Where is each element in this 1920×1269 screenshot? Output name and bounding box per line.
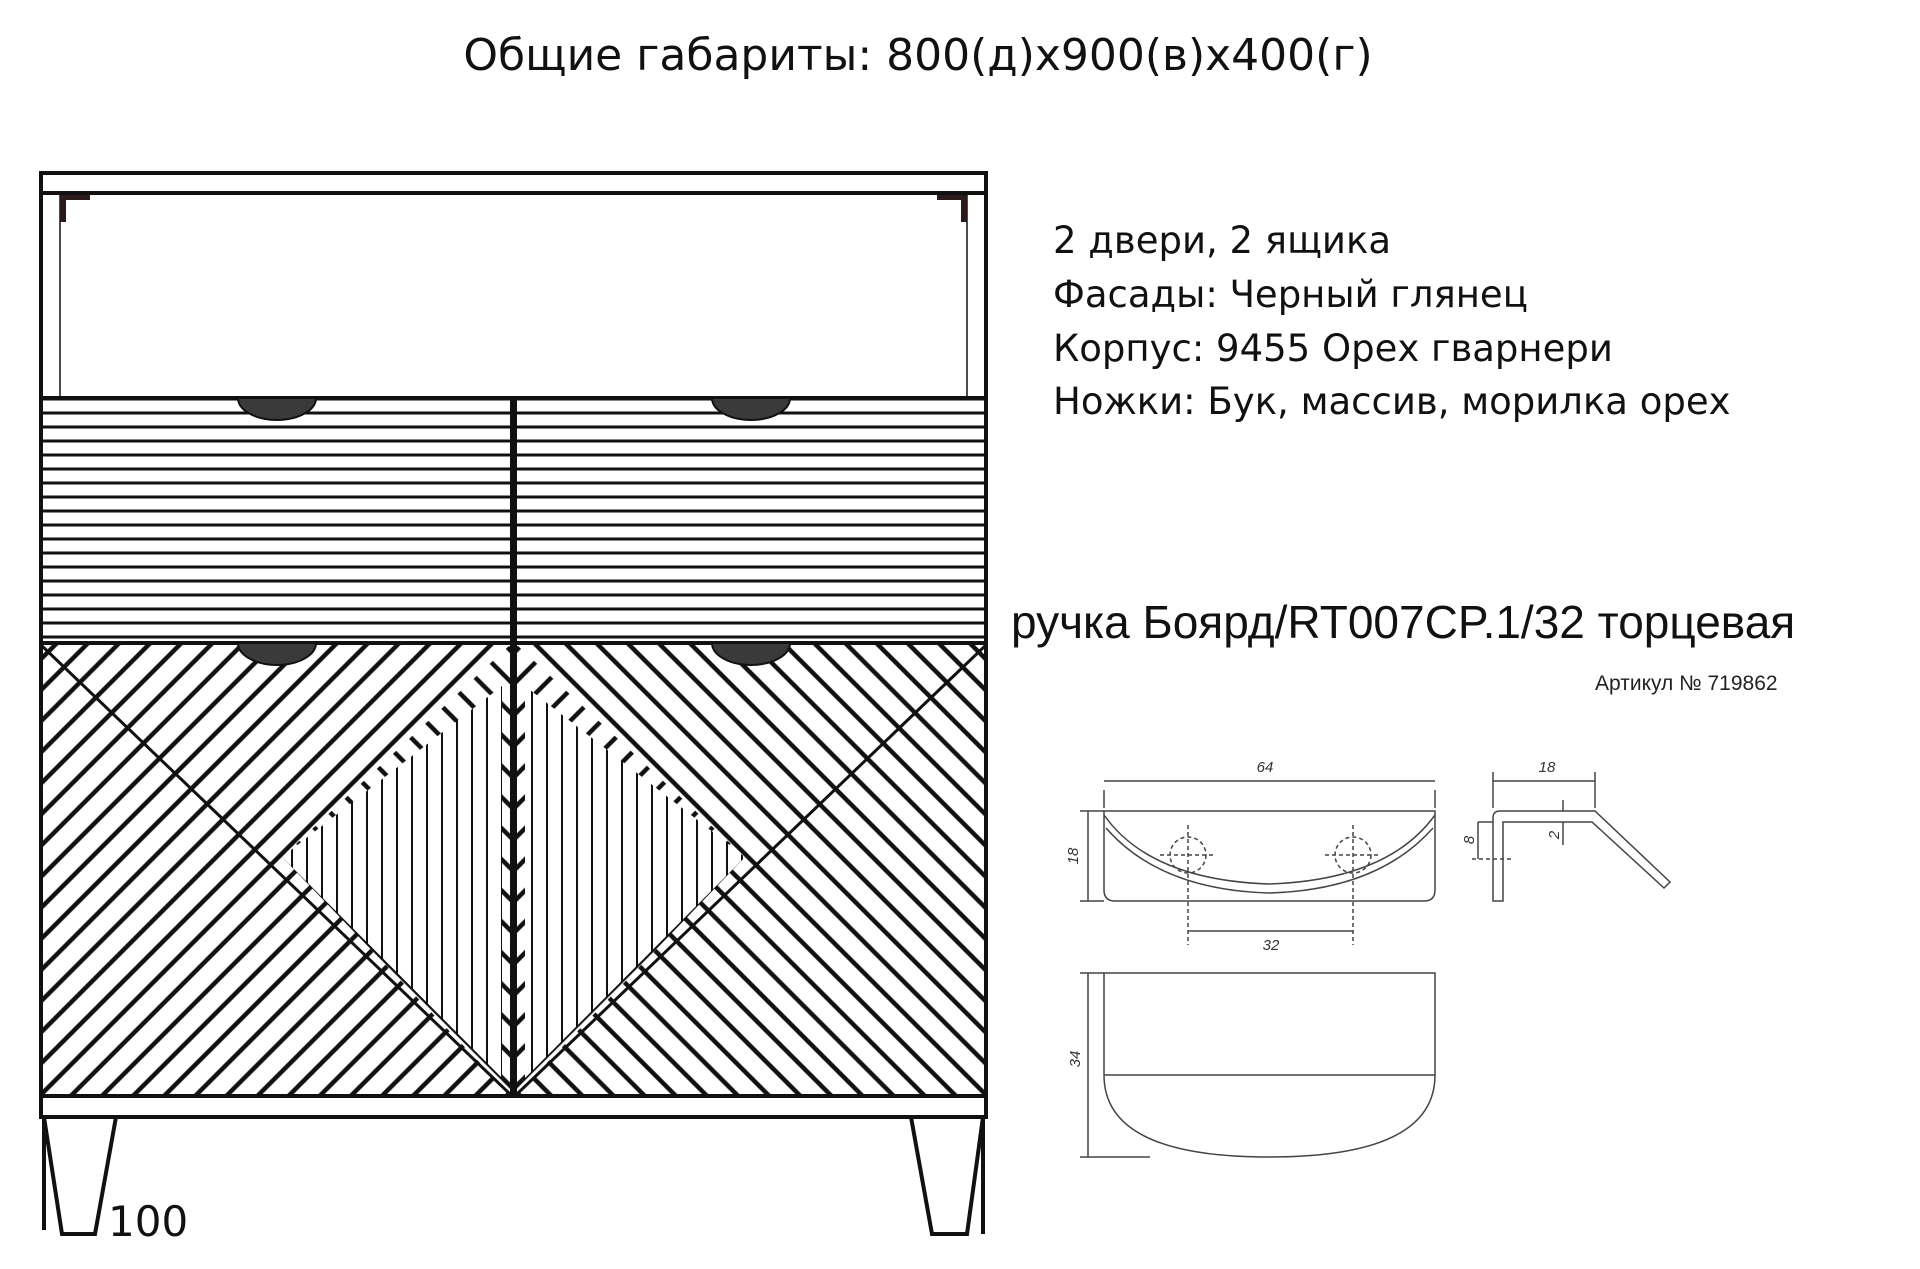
- leg-height-label: 100: [108, 1197, 188, 1246]
- cabinet-handles: [236, 397, 792, 666]
- handle-front-view: [1080, 780, 1436, 945]
- leg-right: [908, 1115, 986, 1236]
- spec-line: Фасады: Черный глянец: [1053, 273, 1528, 316]
- spec-line: 2 двери, 2 ящика: [1053, 219, 1391, 262]
- shelf-bracket-right: [937, 195, 967, 222]
- spec-line: Корпус: 9455 Орех гварнери: [1053, 327, 1613, 370]
- dim-side-offset: 8: [1461, 835, 1478, 844]
- dim-thickness: 2: [1546, 830, 1563, 840]
- leg-left: [41, 1115, 119, 1236]
- overall-dimensions-title: Общие габариты: 800(д)х900(в)х400(г): [463, 30, 1372, 81]
- drawer-right: [513, 396, 988, 645]
- article-number: Артикул № 719862: [1595, 672, 1778, 695]
- dim-side-depth: 18: [1539, 759, 1556, 776]
- handle-icon: [236, 397, 318, 421]
- handle-title: ручка Боярд/RT007CP.1/32 торцевая: [1011, 596, 1795, 648]
- dim-hole-spacing: 32: [1263, 937, 1280, 954]
- dim-height: 18: [1065, 847, 1082, 864]
- cabinet-front-view: [39, 171, 988, 1236]
- plinth: [39, 1094, 988, 1119]
- handle-icon: [236, 642, 318, 666]
- specs-list: 2 двери, 2 ящика Фасады: Черный глянец К…: [1053, 219, 1731, 423]
- handle-side-view: [1472, 772, 1672, 902]
- open-shelf: [39, 191, 988, 400]
- handle-bottom-view: [1080, 972, 1436, 1158]
- handle-icon: [710, 642, 792, 666]
- cabinet-top: [39, 171, 988, 195]
- dim-bottom-depth: 34: [1067, 1051, 1084, 1068]
- spec-line: Ножки: Бук, массив, морилка орех: [1053, 380, 1731, 423]
- shelf-bracket-left: [60, 195, 90, 222]
- dim-width: 64: [1257, 759, 1274, 776]
- handle-icon: [710, 397, 792, 421]
- drawer-left: [39, 396, 514, 645]
